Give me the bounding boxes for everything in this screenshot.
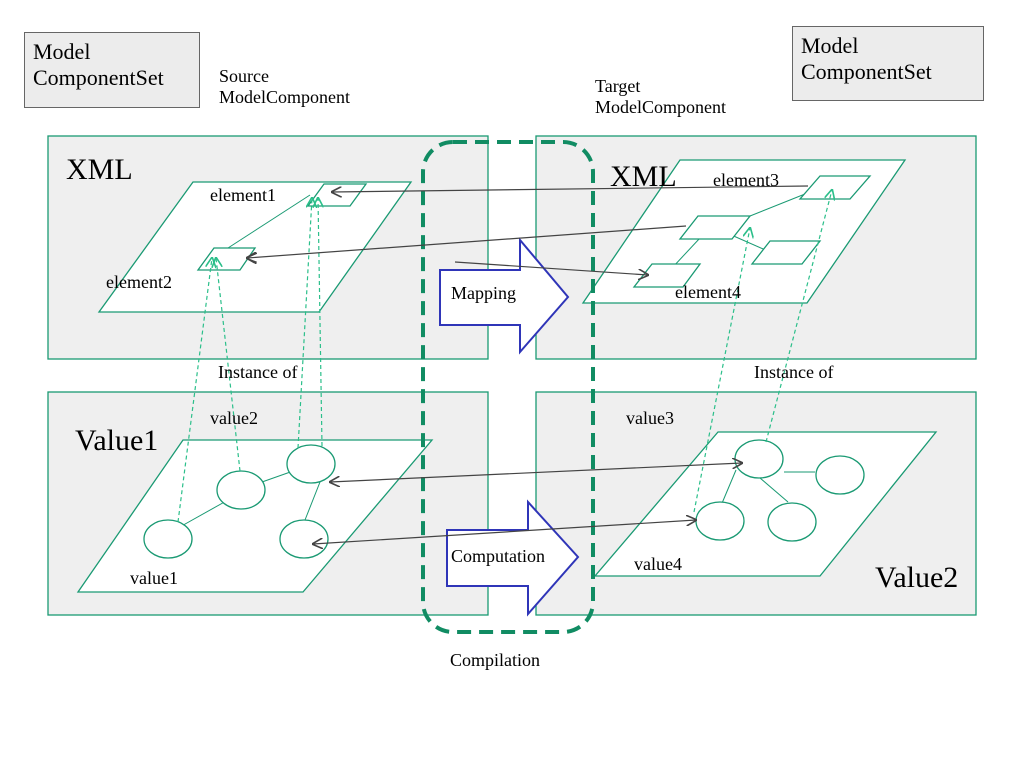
value3-label: value3: [626, 408, 674, 428]
target-set-line2: ComponentSet: [801, 59, 932, 85]
source-set-line1: Model: [33, 39, 91, 64]
target-header-line1: Target: [595, 76, 641, 96]
target-header: Target ModelComponent: [595, 76, 726, 117]
target-element-right-shape: [750, 240, 822, 265]
target-set-line1: Model: [801, 33, 859, 58]
source-header-line1: Source: [219, 66, 269, 86]
value3-node: [734, 439, 784, 479]
target-element-center-shape: [678, 215, 752, 240]
value-node-middle: [216, 470, 266, 510]
target-xml-title: XML: [610, 160, 677, 193]
source-model-componentset: Model ComponentSet: [24, 32, 200, 108]
value-node-lower-right: [279, 519, 329, 559]
target-model-componentset: Model ComponentSet: [792, 26, 984, 101]
source-header: Source ModelComponent: [219, 66, 350, 107]
value4-label: value4: [634, 554, 682, 574]
target-header-line2: ModelComponent: [595, 96, 726, 117]
value4-node: [695, 501, 745, 541]
value2-label: value2: [210, 408, 258, 428]
element4-label: element4: [675, 282, 741, 302]
element3-label: element3: [713, 170, 779, 190]
instance-of-links: [177, 190, 832, 523]
element1-label: element1: [210, 185, 276, 205]
instance-of-right-label: Instance of: [754, 362, 834, 382]
source-header-line2: ModelComponent: [219, 86, 350, 107]
element3-shape: [798, 175, 872, 200]
compilation-boundary: [421, 140, 595, 634]
value1-label: value1: [130, 568, 178, 588]
target-value-node-lower: [767, 502, 817, 542]
source-value-title: Value1: [75, 424, 159, 457]
source-element-links: [227, 194, 311, 249]
mapping-label: Mapping: [451, 283, 516, 303]
target-value-title: Value2: [875, 561, 959, 594]
value2-node: [286, 444, 336, 484]
cross-connectors: [247, 185, 809, 544]
value1-node: [143, 519, 193, 559]
source-xml-title: XML: [66, 153, 133, 186]
element2-label: element2: [106, 272, 172, 292]
target-value-node-right: [815, 455, 865, 495]
compilation-label: Compilation: [450, 650, 540, 670]
source-xml-plane: [97, 181, 413, 313]
source-set-line2: ComponentSet: [33, 65, 164, 91]
instance-of-left-label: Instance of: [218, 362, 298, 382]
computation-label: Computation: [451, 546, 545, 566]
